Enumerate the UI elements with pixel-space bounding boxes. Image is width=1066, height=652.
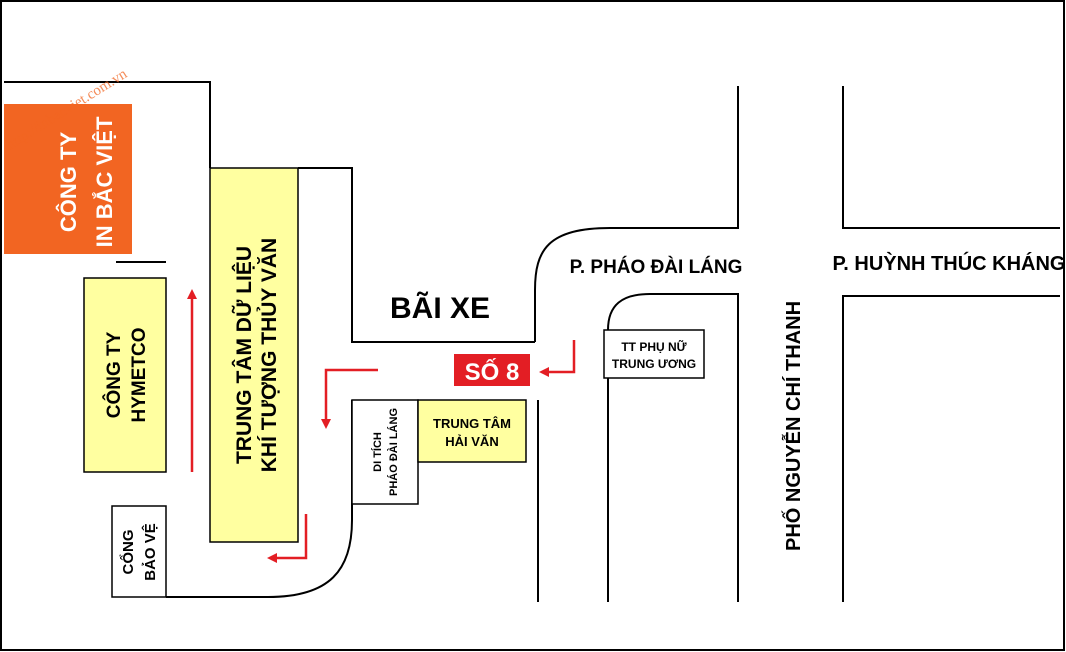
hymetco-label-line2: HYMETCO: [129, 328, 150, 423]
road-inner-curve: [607, 293, 739, 602]
relic-label-line2: PHÁO ĐÀI LÁNG: [387, 408, 400, 496]
gate-label-line1: CỔNG: [119, 530, 137, 575]
street-label-phao-dai-lang: P. PHÁO ĐÀI LÁNG: [570, 256, 743, 278]
hai-van-label-line2: HẢI VĂN: [445, 434, 498, 449]
road-huynh-thuc-khang-bottom: [842, 295, 1060, 602]
company-name-line1: CÔNG TY: [56, 132, 81, 233]
security-gate: [111, 505, 167, 598]
road-huynh-thuc-khang-top: [842, 86, 1060, 229]
road-parking-edge: [298, 167, 535, 343]
women-center-building: [603, 329, 705, 379]
road-phao-dai-lang-curve: [534, 86, 739, 342]
street-label-huynh-thuc-khang: P. HUỲNH THÚC KHÁNG: [833, 251, 1066, 275]
hai-van-building: [417, 399, 527, 463]
women-center-label-line2: TRUNG ƯƠNG: [612, 357, 696, 371]
relic-building: [351, 399, 419, 505]
company-block: [4, 104, 132, 254]
street-label-nguyen-chi-thanh: PHỐ NGUYỄN CHÍ THANH: [781, 301, 805, 551]
data-center-label-line2: KHÍ TƯỢNG THỦY VĂN: [257, 238, 281, 472]
arrow-into-parking: [321, 368, 378, 429]
data-center-label-line1: TRUNG TÂM DỮ LIỆU: [232, 246, 256, 464]
company-name-line2: IN BẮC VIỆT: [92, 116, 117, 247]
address-badge-label: SỐ 8: [465, 358, 520, 386]
arrow-to-gate: [267, 514, 308, 563]
route-arrows: [187, 289, 576, 563]
hymetco-building: [83, 277, 167, 473]
address-badge: [454, 354, 530, 386]
road-access-curve: [166, 400, 353, 598]
road-lines: [4, 81, 1060, 602]
parking-label: BÃI XE: [390, 291, 490, 325]
road-top-left: [4, 81, 211, 168]
gate-label-line2: BẢO VỆ: [141, 523, 159, 581]
hai-van-label-line1: TRUNG TÂM: [433, 416, 511, 431]
women-center-label-line1: TT PHỤ NỮ: [621, 339, 686, 354]
data-center-building: [209, 167, 299, 543]
relic-label-line1: DI TÍCH: [371, 432, 384, 472]
arrow-to-badge: [539, 340, 576, 377]
hymetco-label-line1: CÔNG TY: [103, 331, 125, 418]
